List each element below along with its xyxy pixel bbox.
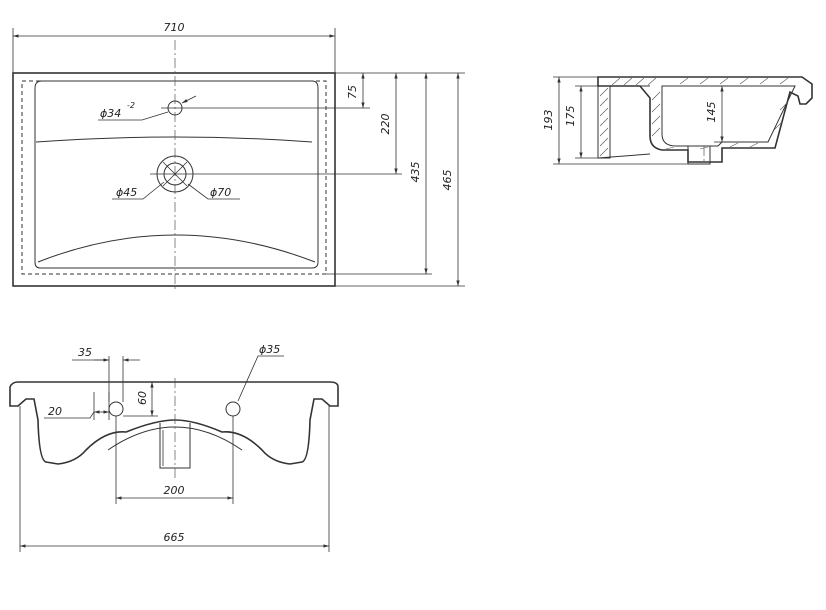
section-outline — [597, 76, 813, 163]
dim-tap-hole-tol: -2 — [127, 101, 135, 110]
drain-outlet — [687, 145, 711, 165]
inner-bowl — [661, 85, 796, 147]
front-view: 35 60 20 ϕ35 200 665 — [9, 343, 339, 552]
sink-outline — [12, 72, 336, 287]
dim-drain-inner-45: ϕ45 — [116, 186, 137, 199]
section-hatching — [599, 77, 789, 157]
front-outline — [9, 381, 339, 465]
bowl-outline — [34, 80, 319, 269]
right-hole-icon — [225, 401, 241, 417]
dim-drain-outer-70: ϕ70 — [210, 186, 231, 199]
dim-total-depth-465: 465 — [441, 170, 454, 191]
side-section-view: 193 175 145 — [542, 76, 813, 165]
dim-width-665: 665 — [164, 531, 185, 544]
dim-inner-depth-435: 435 — [409, 162, 422, 183]
dim-tap-hole: ϕ34 — [100, 107, 121, 120]
dim-offset-20: 20 — [48, 405, 62, 418]
dim-tap-offset-75: 75 — [346, 85, 359, 99]
dim-drain-offset-220: 220 — [379, 114, 392, 135]
dim-total-height-193: 193 — [542, 110, 555, 131]
dim-spacing-200: 200 — [164, 484, 185, 497]
dim-width-710: 710 — [164, 21, 185, 34]
deck-curve — [35, 136, 313, 143]
basin-curve — [37, 234, 316, 263]
dim-hole-35: ϕ35 — [259, 343, 280, 356]
dim-offset-35: 35 — [78, 346, 92, 359]
dim-height-60: 60 — [136, 391, 149, 405]
dim-body-height-175: 175 — [564, 106, 577, 127]
inner-dashed-outline — [21, 80, 327, 275]
left-hole-icon — [108, 401, 124, 417]
dim-bowl-depth-145: 145 — [705, 102, 718, 123]
top-view: 710 ϕ34 -2 75 220 435 465 ϕ45 ϕ70 — [12, 21, 465, 292]
